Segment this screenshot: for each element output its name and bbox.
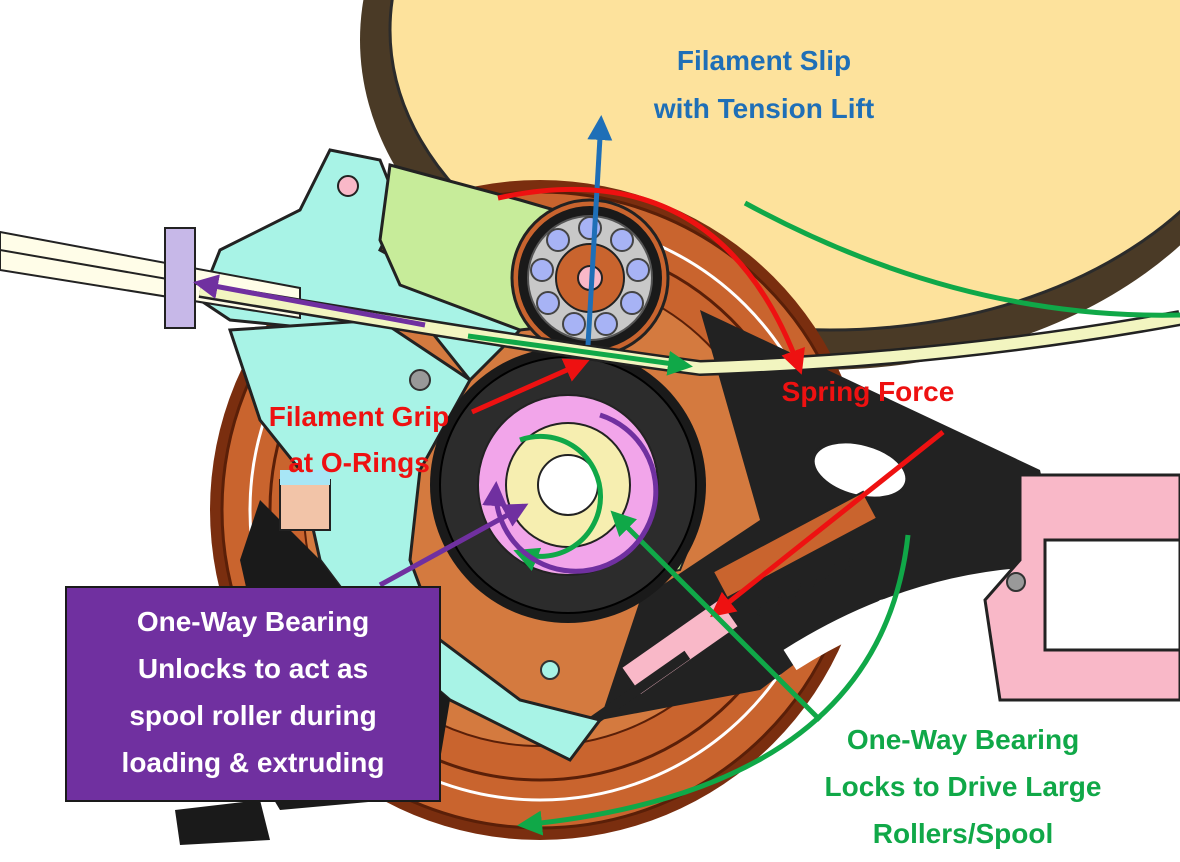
unlocks-callout: One-Way Bearing Unlocks to act as spool …: [65, 586, 441, 802]
filament-slip-label: Filament Slip with Tension Lift: [632, 44, 896, 126]
filament-grip-label: Filament Grip at O-Rings: [250, 400, 468, 480]
locks-label: One-Way Bearing Locks to Drive Large Rol…: [806, 716, 1120, 857]
drive-hub: [430, 347, 706, 623]
spring-force-label: Spring Force: [768, 375, 968, 409]
